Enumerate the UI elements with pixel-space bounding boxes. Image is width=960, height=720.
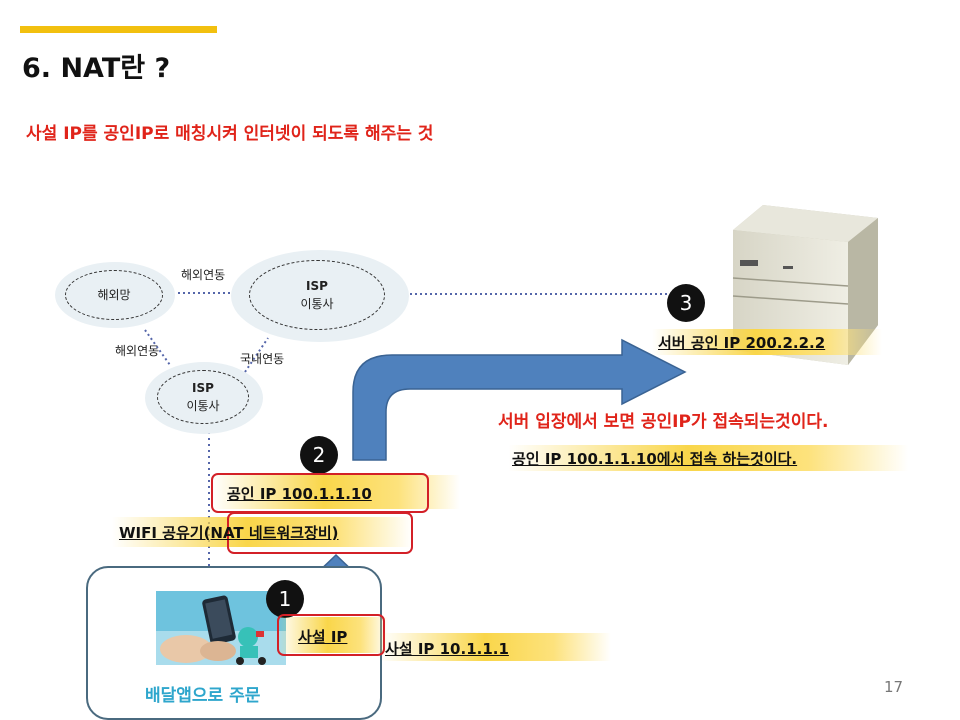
- order-via-app-label: 배달앱으로 주문: [145, 686, 261, 706]
- server-view-explanation: 공인 IP 100.1.1.10에서 접속 하는것이다.: [512, 450, 798, 468]
- isp-top-cloud: ISP 이통사: [231, 250, 409, 342]
- server-view-highlight: [508, 445, 908, 471]
- overseas-network-cloud: 해외망: [55, 262, 175, 328]
- delivery-app-image: [156, 591, 286, 665]
- server-label-highlight: [652, 329, 882, 355]
- private-ip-short-label: 사설 IP: [298, 628, 348, 646]
- isp-bottom-label-line1: ISP: [192, 381, 214, 395]
- step-3-badge: 3: [667, 284, 705, 322]
- private-ip-full-label: 사설 IP 10.1.1.1: [385, 640, 509, 658]
- page-number: 17: [884, 678, 904, 696]
- server-public-ip-label: 서버 공인 IP 200.2.2.2: [658, 334, 826, 352]
- step-2-badge: 2: [300, 436, 338, 474]
- step-1-badge: 1: [266, 580, 304, 618]
- isp-top-label-line1: ISP: [306, 279, 328, 293]
- page-subtitle: 사설 IP를 공인IP로 매칭시켜 인터넷이 되도록 해주는 것: [26, 124, 434, 144]
- isp-bottom-label-line2: 이통사: [186, 399, 220, 413]
- link-isp-isp: [244, 337, 269, 373]
- isp-top-node: ISP 이통사: [249, 260, 385, 330]
- nat-device-box: [227, 512, 413, 554]
- isp-bottom-node: ISP 이통사: [157, 370, 249, 424]
- overseas-network-label: 해외망: [97, 288, 131, 302]
- public-ip-highlight: [212, 475, 460, 509]
- public-ip-label: 공인 IP 100.1.1.10: [227, 485, 372, 503]
- router-label-highlight: [112, 517, 412, 547]
- link-overseas-isp2: [144, 329, 171, 366]
- isp-top-label-line2: 이통사: [300, 297, 334, 311]
- title-accent-bar: [20, 26, 217, 33]
- nat-upstream-arrow: [352, 338, 687, 461]
- page-title: 6. NAT란 ?: [22, 53, 171, 84]
- link-label-overseas-top: 해외연동: [181, 268, 226, 282]
- server-view-statement: 서버 입장에서 보면 공인IP가 접속되는것이다.: [498, 412, 829, 432]
- link-label-domestic: 국내연동: [240, 352, 285, 366]
- link-label-overseas-left: 해외연동: [115, 344, 160, 358]
- isp-bottom-cloud: ISP 이통사: [145, 362, 263, 434]
- private-ip-short-highlight: [278, 617, 388, 653]
- private-ip-full-highlight: [381, 633, 611, 661]
- overseas-network-node: 해외망: [65, 270, 163, 320]
- wifi-router-label: WIFI 공유기(NAT 네트워크장비): [119, 524, 339, 542]
